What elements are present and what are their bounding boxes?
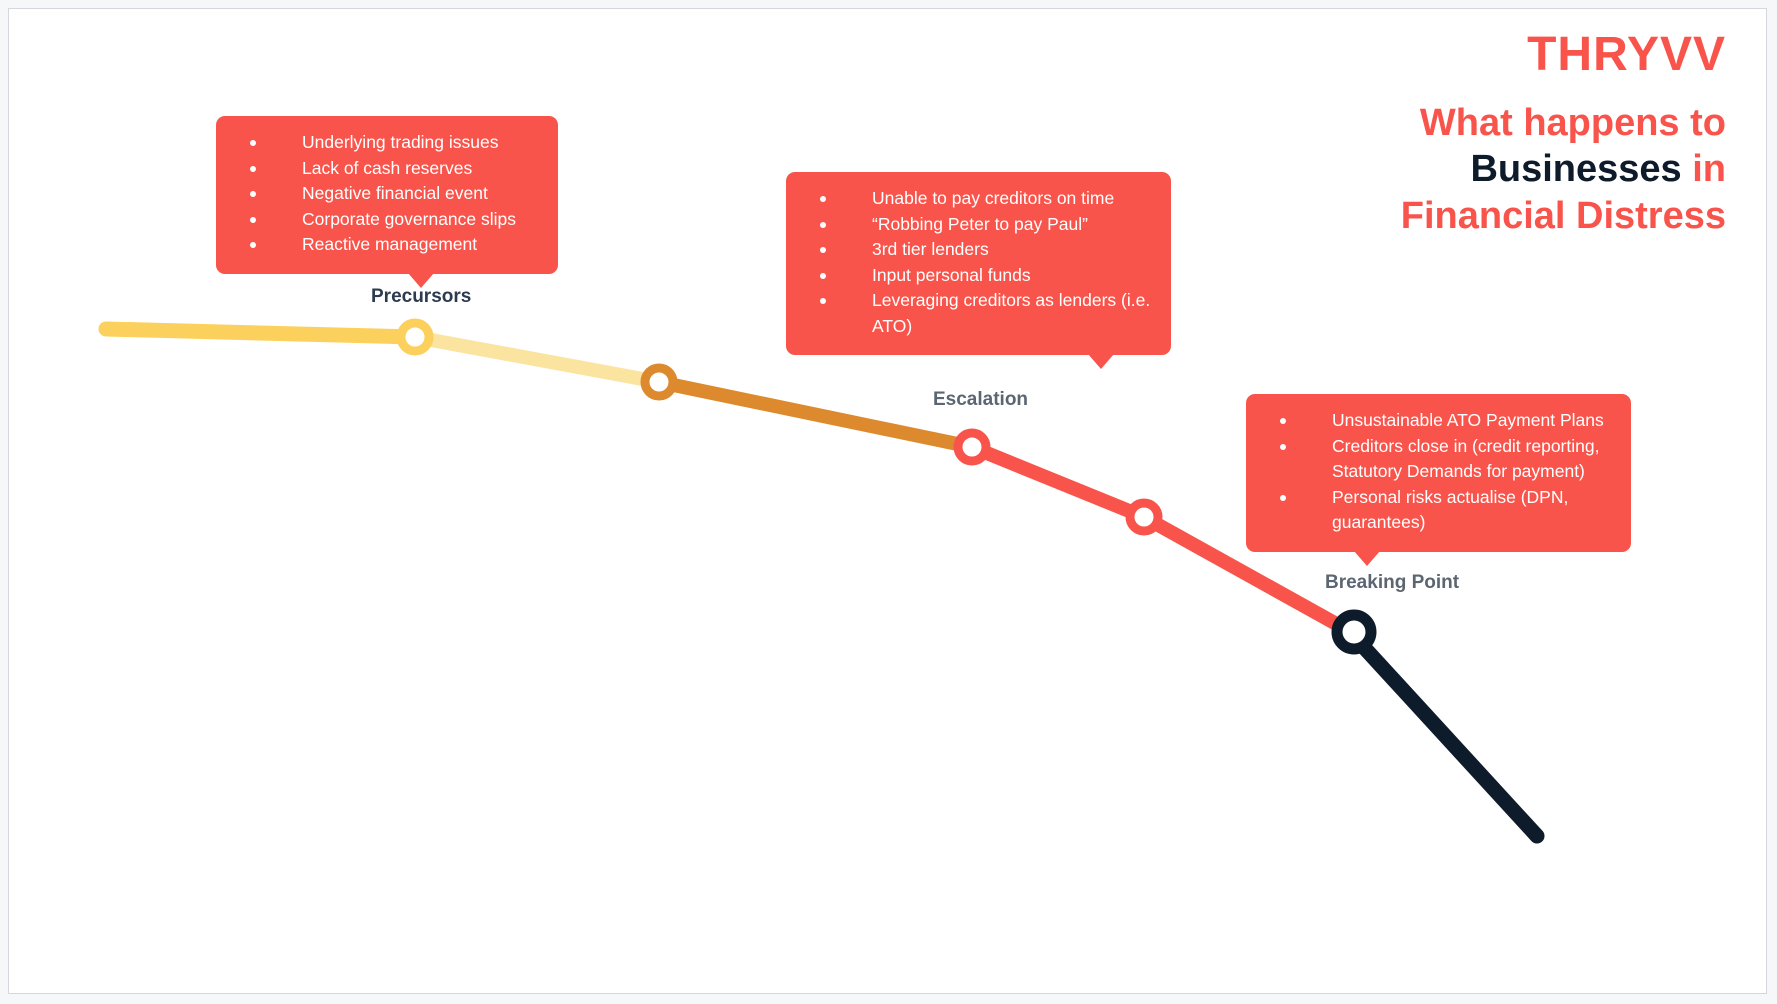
list-item-text: Input personal funds	[872, 264, 1031, 285]
callout-breaking-point: Unsustainable ATO Payment Plans Creditor…	[1246, 394, 1631, 566]
list-item: “Robbing Peter to pay Paul”	[804, 212, 1153, 238]
branding-block: THRYVV What happens to Businesses in Fin…	[1306, 28, 1726, 239]
callout-precursors-list: Underlying trading issues Lack of cash r…	[234, 130, 540, 258]
title-line-1: What happens to	[1419, 101, 1726, 144]
bullet-icon	[820, 272, 826, 279]
node-escalation[interactable]	[953, 428, 991, 466]
title-businesses: Businesses	[1470, 148, 1682, 191]
node-midpoint-two[interactable]	[1125, 498, 1163, 536]
list-item-text: Lack of cash reserves	[302, 157, 473, 178]
segment-escalation-a	[965, 440, 1151, 524]
list-item-text: Underlying trading issues	[302, 132, 499, 152]
list-item: 3rd tier lenders	[804, 237, 1153, 263]
list-item-text: Creditors close in (credit reporting, St…	[1332, 435, 1600, 482]
list-item: Unsustainable ATO Payment Plans	[1264, 408, 1613, 434]
bullet-icon	[250, 140, 256, 146]
callout-pointer-icon	[1088, 354, 1114, 369]
list-item: Reactive management	[234, 232, 540, 258]
node-midpoint-one[interactable]	[640, 363, 678, 401]
bullet-icon	[820, 298, 826, 304]
bullet-icon	[1280, 494, 1286, 501]
list-item-text: 3rd tier lenders	[872, 239, 989, 259]
list-item-text: Leveraging creditors as lenders (i.e. AT…	[872, 290, 1151, 336]
list-item-text: Unable to pay creditors on time	[872, 188, 1115, 208]
bullet-icon	[250, 165, 256, 172]
list-item: Lack of cash reserves	[234, 156, 540, 182]
list-item: Corporate governance slips	[234, 207, 540, 233]
bullet-icon	[250, 191, 256, 197]
distress-decline-chart	[98, 318, 1545, 844]
bullet-icon	[820, 196, 826, 202]
title-in: in	[1681, 148, 1726, 191]
list-item-text: Corporate governance slips	[302, 208, 517, 229]
segment-healthy	[98, 321, 423, 345]
stage-label-escalation: Escalation	[933, 389, 1029, 410]
list-item: Leveraging creditors as lenders (i.e. AT…	[804, 288, 1153, 339]
segment-collapse	[1341, 623, 1545, 844]
bullet-icon	[820, 247, 826, 253]
node-breaking-point[interactable]	[1331, 609, 1377, 655]
callout-pointer-icon	[1354, 550, 1380, 566]
node-precursors[interactable]	[396, 318, 434, 356]
slide-canvas: Underlying trading issues Lack of cash r…	[8, 8, 1767, 994]
curve-segments	[98, 321, 1545, 844]
callout-precursors: Underlying trading issues Lack of cash r…	[216, 116, 558, 288]
bullet-icon	[1280, 443, 1286, 450]
stage-label-breaking-point: Breaking Point	[1325, 572, 1460, 593]
bullet-icon	[250, 216, 256, 223]
callout-escalation-list: Unable to pay creditors on time “Robbing…	[804, 186, 1153, 339]
list-item-text: Negative financial event	[302, 183, 488, 203]
callout-breaking-list: Unsustainable ATO Payment Plans Creditor…	[1264, 408, 1613, 536]
segment-escalation-b	[1137, 510, 1356, 638]
callout-pointer-icon	[408, 272, 434, 288]
callout-escalation: Unable to pay creditors on time “Robbing…	[786, 172, 1171, 369]
segment-precursors	[408, 330, 666, 389]
list-item-text: Unsustainable ATO Payment Plans	[1332, 410, 1604, 430]
list-item: Creditors close in (credit reporting, St…	[1264, 434, 1613, 485]
list-item-text: Personal risks actualise (DPN, guarantee…	[1332, 486, 1569, 533]
list-item: Negative financial event	[234, 181, 540, 207]
bullet-icon	[820, 221, 826, 228]
stage-label-precursors: Precursors	[371, 286, 472, 307]
list-item: Input personal funds	[804, 263, 1153, 289]
list-item: Underlying trading issues	[234, 130, 540, 156]
bullet-icon	[250, 242, 256, 248]
list-item-text: “Robbing Peter to pay Paul”	[872, 213, 1088, 234]
thryvv-logo: THRYVV	[1527, 28, 1726, 81]
list-item: Unable to pay creditors on time	[804, 186, 1153, 212]
list-item-text: Reactive management	[302, 234, 478, 254]
title-line-2: Businesses in	[1306, 146, 1726, 192]
segment-deterioration	[652, 375, 979, 454]
list-item: Personal risks actualise (DPN, guarantee…	[1264, 485, 1613, 536]
curve-nodes	[396, 318, 1377, 655]
bullet-icon	[1280, 418, 1286, 424]
title-line-3: Financial Distress	[1400, 194, 1726, 237]
